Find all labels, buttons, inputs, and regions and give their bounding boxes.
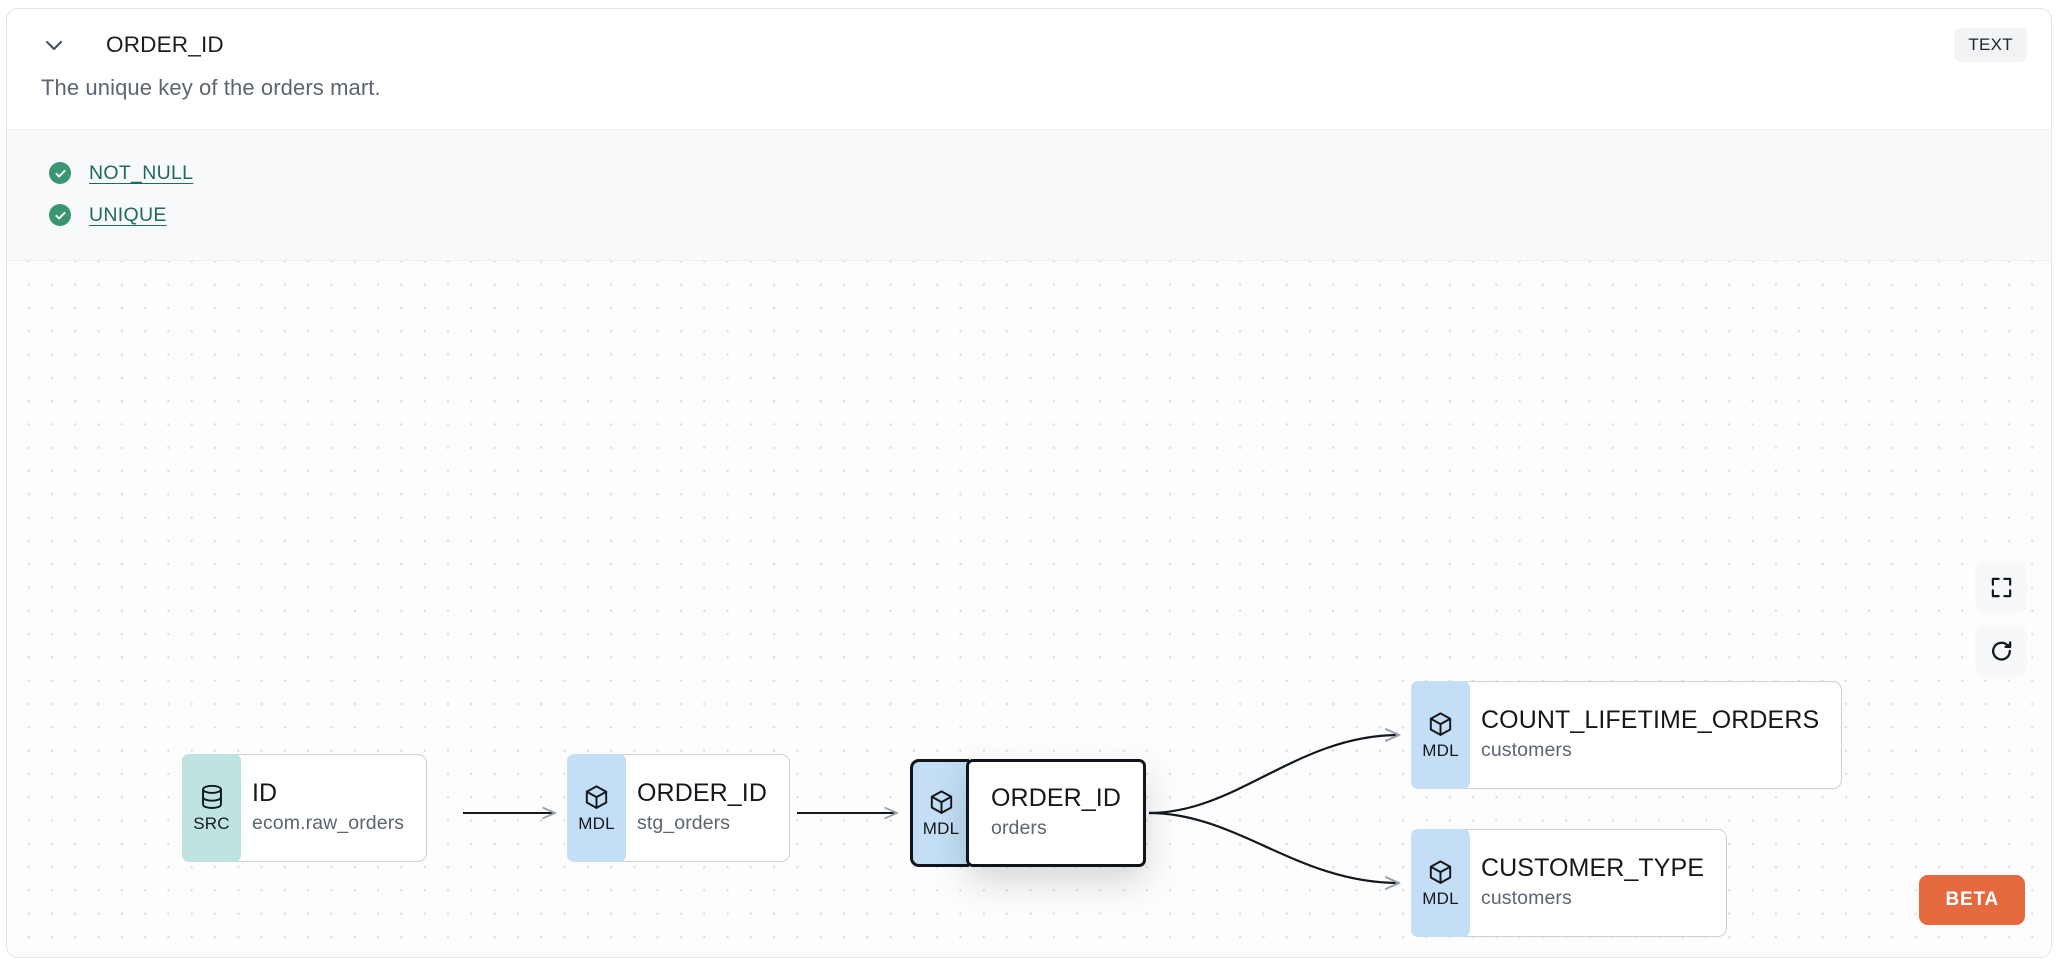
refresh-icon <box>1989 639 2014 664</box>
test-row: NOT_NULL <box>7 152 2051 194</box>
cube-icon <box>1427 859 1454 889</box>
node-column-name: CUSTOMER_TYPE <box>1481 854 1705 882</box>
test-row: UNIQUE <box>7 194 2051 236</box>
cube-icon <box>928 789 955 819</box>
lineage-node-stg-orders[interactable]: MDL ORDER_ID stg_orders <box>567 754 790 862</box>
lineage-node-customer-type[interactable]: MDL CUSTOMER_TYPE customers <box>1411 829 1728 937</box>
node-table-name: ecom.raw_orders <box>252 812 405 834</box>
node-body: ORDER_ID orders <box>966 759 1146 867</box>
reset-layout-button[interactable] <box>1975 625 2027 677</box>
badge-label: SRC <box>193 814 230 833</box>
check-circle-icon <box>49 204 71 226</box>
node-type-badge-mdl: MDL <box>567 754 626 862</box>
test-link-not-null[interactable]: NOT_NULL <box>89 161 194 184</box>
lineage-graph-canvas[interactable]: SRC ID ecom.raw_orders MDL ORDE <box>7 261 2051 955</box>
node-column-name: COUNT_LIFETIME_ORDERS <box>1481 706 1820 734</box>
edge-orders-to-count <box>1148 735 1399 815</box>
data-type-badge: TEXT <box>1954 28 2027 62</box>
node-type-badge-mdl: MDL <box>910 759 969 867</box>
node-type-badge-mdl: MDL <box>1411 681 1470 789</box>
node-column-name: ID <box>252 779 278 807</box>
node-body: COUNT_LIFETIME_ORDERS customers <box>1458 681 1843 789</box>
node-table-name: customers <box>1481 739 1572 761</box>
node-table-name: orders <box>991 817 1047 839</box>
node-body: ID ecom.raw_orders <box>229 754 428 862</box>
badge-label: MDL <box>922 819 960 838</box>
badge-label: MDL <box>1422 741 1459 760</box>
node-column-name: ORDER_ID <box>637 779 767 807</box>
canvas-controls <box>1975 561 2027 677</box>
node-type-badge-src: SRC <box>182 754 241 862</box>
node-column-name: ORDER_ID <box>991 784 1121 812</box>
node-table-name: customers <box>1481 887 1572 909</box>
lineage-edges <box>463 261 2051 955</box>
cube-icon <box>583 784 610 814</box>
badge-label: MDL <box>578 814 615 833</box>
lineage-node-id[interactable]: SRC ID ecom.raw_orders <box>182 754 428 862</box>
card-header: ORDER_ID TEXT <box>7 9 2051 81</box>
node-type-badge-mdl: MDL <box>1411 829 1470 937</box>
column-description: The unique key of the orders mart. <box>41 75 381 100</box>
page-title: ORDER_ID <box>106 32 224 57</box>
edge-orders-to-customer-type <box>1148 811 1399 883</box>
test-link-unique[interactable]: UNIQUE <box>89 203 167 226</box>
column-detail-card: ORDER_ID TEXT The unique key of the orde… <box>6 8 2052 958</box>
fit-view-icon <box>1990 576 2013 599</box>
node-body: CUSTOMER_TYPE customers <box>1458 829 1728 937</box>
chevron-down-icon[interactable] <box>41 32 67 58</box>
cube-icon <box>1427 711 1454 741</box>
fit-view-button[interactable] <box>1975 561 2027 613</box>
lineage-node-orders[interactable]: MDL ORDER_ID orders <box>910 759 1146 867</box>
database-icon <box>199 784 225 814</box>
lineage-node-count-lifetime-orders[interactable]: MDL COUNT_LIFETIME_ORDERS customers <box>1411 681 1843 789</box>
badge-label: MDL <box>1422 889 1459 908</box>
check-circle-icon <box>49 162 71 184</box>
node-body: ORDER_ID stg_orders <box>614 754 790 862</box>
node-table-name: stg_orders <box>637 812 731 834</box>
tests-section: NOT_NULL UNIQUE <box>7 129 2051 261</box>
beta-badge[interactable]: BETA <box>1919 875 2025 925</box>
